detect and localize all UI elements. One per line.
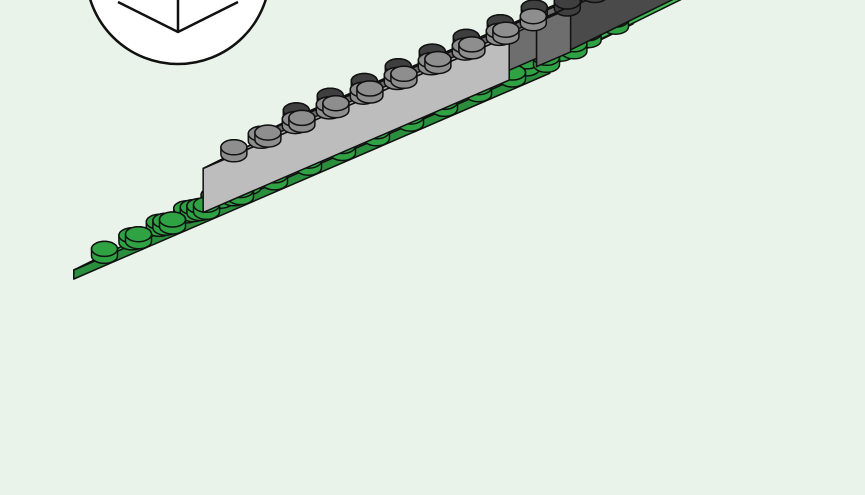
brick-stud: [425, 52, 451, 74]
brick-stud: [221, 140, 247, 162]
brick-stud: [323, 96, 349, 118]
brick-stud: [357, 81, 383, 103]
brick-stud: [289, 110, 315, 132]
brick-stud: [255, 125, 281, 147]
brick-stud: [554, 0, 580, 16]
plate-stud: [160, 212, 186, 234]
brick-stud: [459, 37, 485, 59]
plate-stud: [126, 227, 152, 249]
brick-stud: [391, 66, 417, 88]
plate-stud: [92, 241, 118, 263]
brick-stud: [520, 9, 546, 31]
brick-stud: [493, 22, 519, 44]
